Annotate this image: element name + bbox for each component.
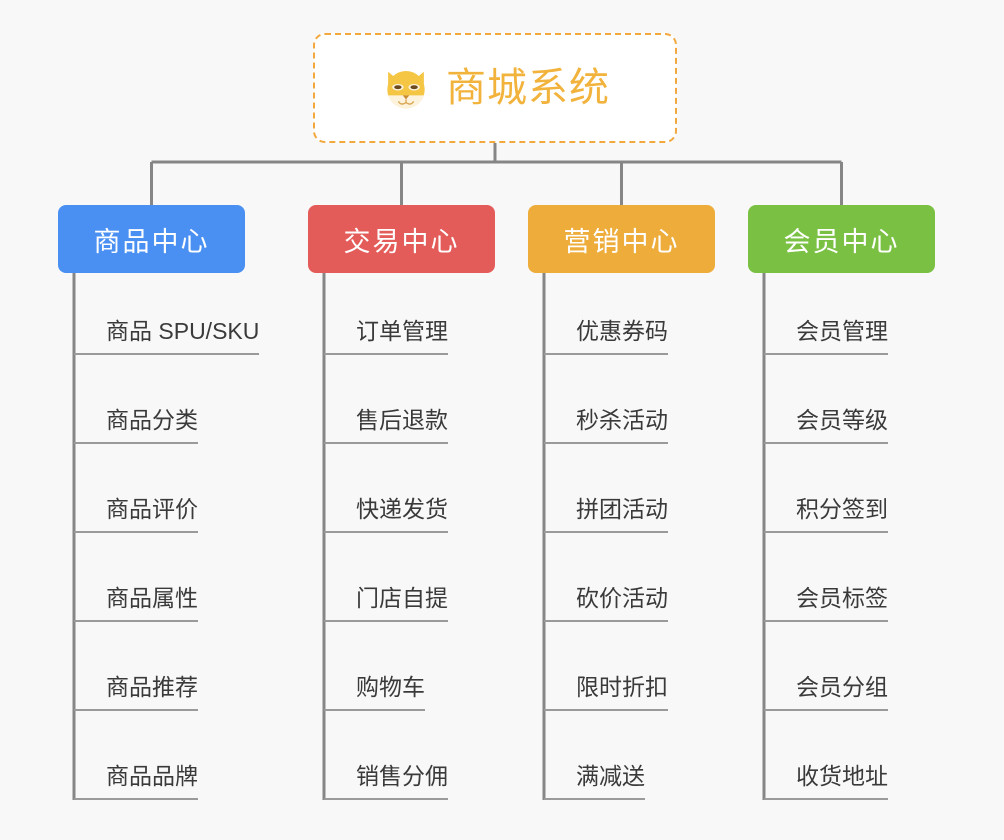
leaf-item-label: 快递发货 [356,496,448,522]
leaf-item-label: 商品推荐 [106,674,198,700]
leaf-item[interactable]: 商品推荐 [74,665,198,711]
leaf-item[interactable]: 商品属性 [74,576,198,622]
leaf-item-label: 会员分组 [796,674,888,700]
category-header-label: 商品中心 [93,226,210,257]
leaf-item-label: 满减送 [576,763,645,789]
leaf-item-label: 优惠券码 [576,318,668,344]
category-header-label: 营销中心 [563,226,680,257]
leaf-item[interactable]: 优惠券码 [544,309,668,355]
leaf-item[interactable]: 商品 SPU/SKU [74,309,260,355]
leaf-item-label: 会员标签 [796,585,888,611]
category-header-1[interactable]: 商品中心 [58,205,245,273]
leaf-item-label: 秒杀活动 [576,407,668,433]
leaf-item[interactable]: 快递发货 [324,487,448,533]
leaf-item[interactable]: 会员分组 [764,665,888,711]
leaf-item[interactable]: 积分签到 [764,487,888,533]
leaf-item-label: 销售分佣 [356,763,448,789]
leaf-item[interactable]: 拼团活动 [544,487,668,533]
leaf-item[interactable]: 门店自提 [324,576,448,622]
leaf-item[interactable]: 订单管理 [324,309,448,355]
category-header-4[interactable]: 会员中心 [748,205,935,273]
shiba-dog-face-icon [387,70,425,109]
leaf-item-label: 商品分类 [106,407,198,433]
leaf-item-label: 售后退款 [356,407,448,433]
root-node[interactable]: 商城系统 [313,33,677,143]
leaf-item-label: 拼团活动 [576,496,668,522]
leaf-item[interactable]: 商品分类 [74,398,198,444]
leaf-item[interactable]: 会员标签 [764,576,888,622]
leaf-item-label: 购物车 [356,674,425,700]
category-header-label: 会员中心 [783,226,900,257]
leaf-item[interactable]: 会员等级 [764,398,888,444]
leaf-item[interactable]: 秒杀活动 [544,398,668,444]
leaf-item[interactable]: 限时折扣 [544,665,668,711]
leaf-item-label: 会员等级 [796,407,888,433]
leaf-item-label: 商品评价 [106,496,198,522]
leaf-item-label: 商品属性 [106,585,198,611]
leaf-item-label: 商品 SPU/SKU [106,318,260,344]
leaf-item-label: 收货地址 [796,763,888,789]
leaf-item-label: 限时折扣 [576,674,668,700]
leaf-item[interactable]: 会员管理 [764,309,888,355]
leaf-item[interactable]: 满减送 [544,754,645,800]
leaf-item-label: 积分签到 [796,496,888,522]
leaf-item-label: 会员管理 [796,318,888,344]
root-title: 商城系统 [446,66,610,110]
leaf-item-label: 订单管理 [356,318,448,344]
leaf-item-label: 商品品牌 [106,763,198,789]
leaf-item[interactable]: 商品品牌 [74,754,198,800]
leaf-item-label: 门店自提 [356,585,448,611]
category-header-2[interactable]: 交易中心 [308,205,495,273]
leaf-item[interactable]: 销售分佣 [324,754,448,800]
leaf-item[interactable]: 购物车 [324,665,425,711]
leaf-item-label: 砍价活动 [576,585,668,611]
category-header-label: 交易中心 [343,226,460,257]
leaf-item[interactable]: 砍价活动 [544,576,668,622]
leaf-item[interactable]: 收货地址 [764,754,888,800]
leaf-item[interactable]: 售后退款 [324,398,448,444]
category-header-3[interactable]: 营销中心 [528,205,715,273]
leaf-item[interactable]: 商品评价 [74,487,198,533]
